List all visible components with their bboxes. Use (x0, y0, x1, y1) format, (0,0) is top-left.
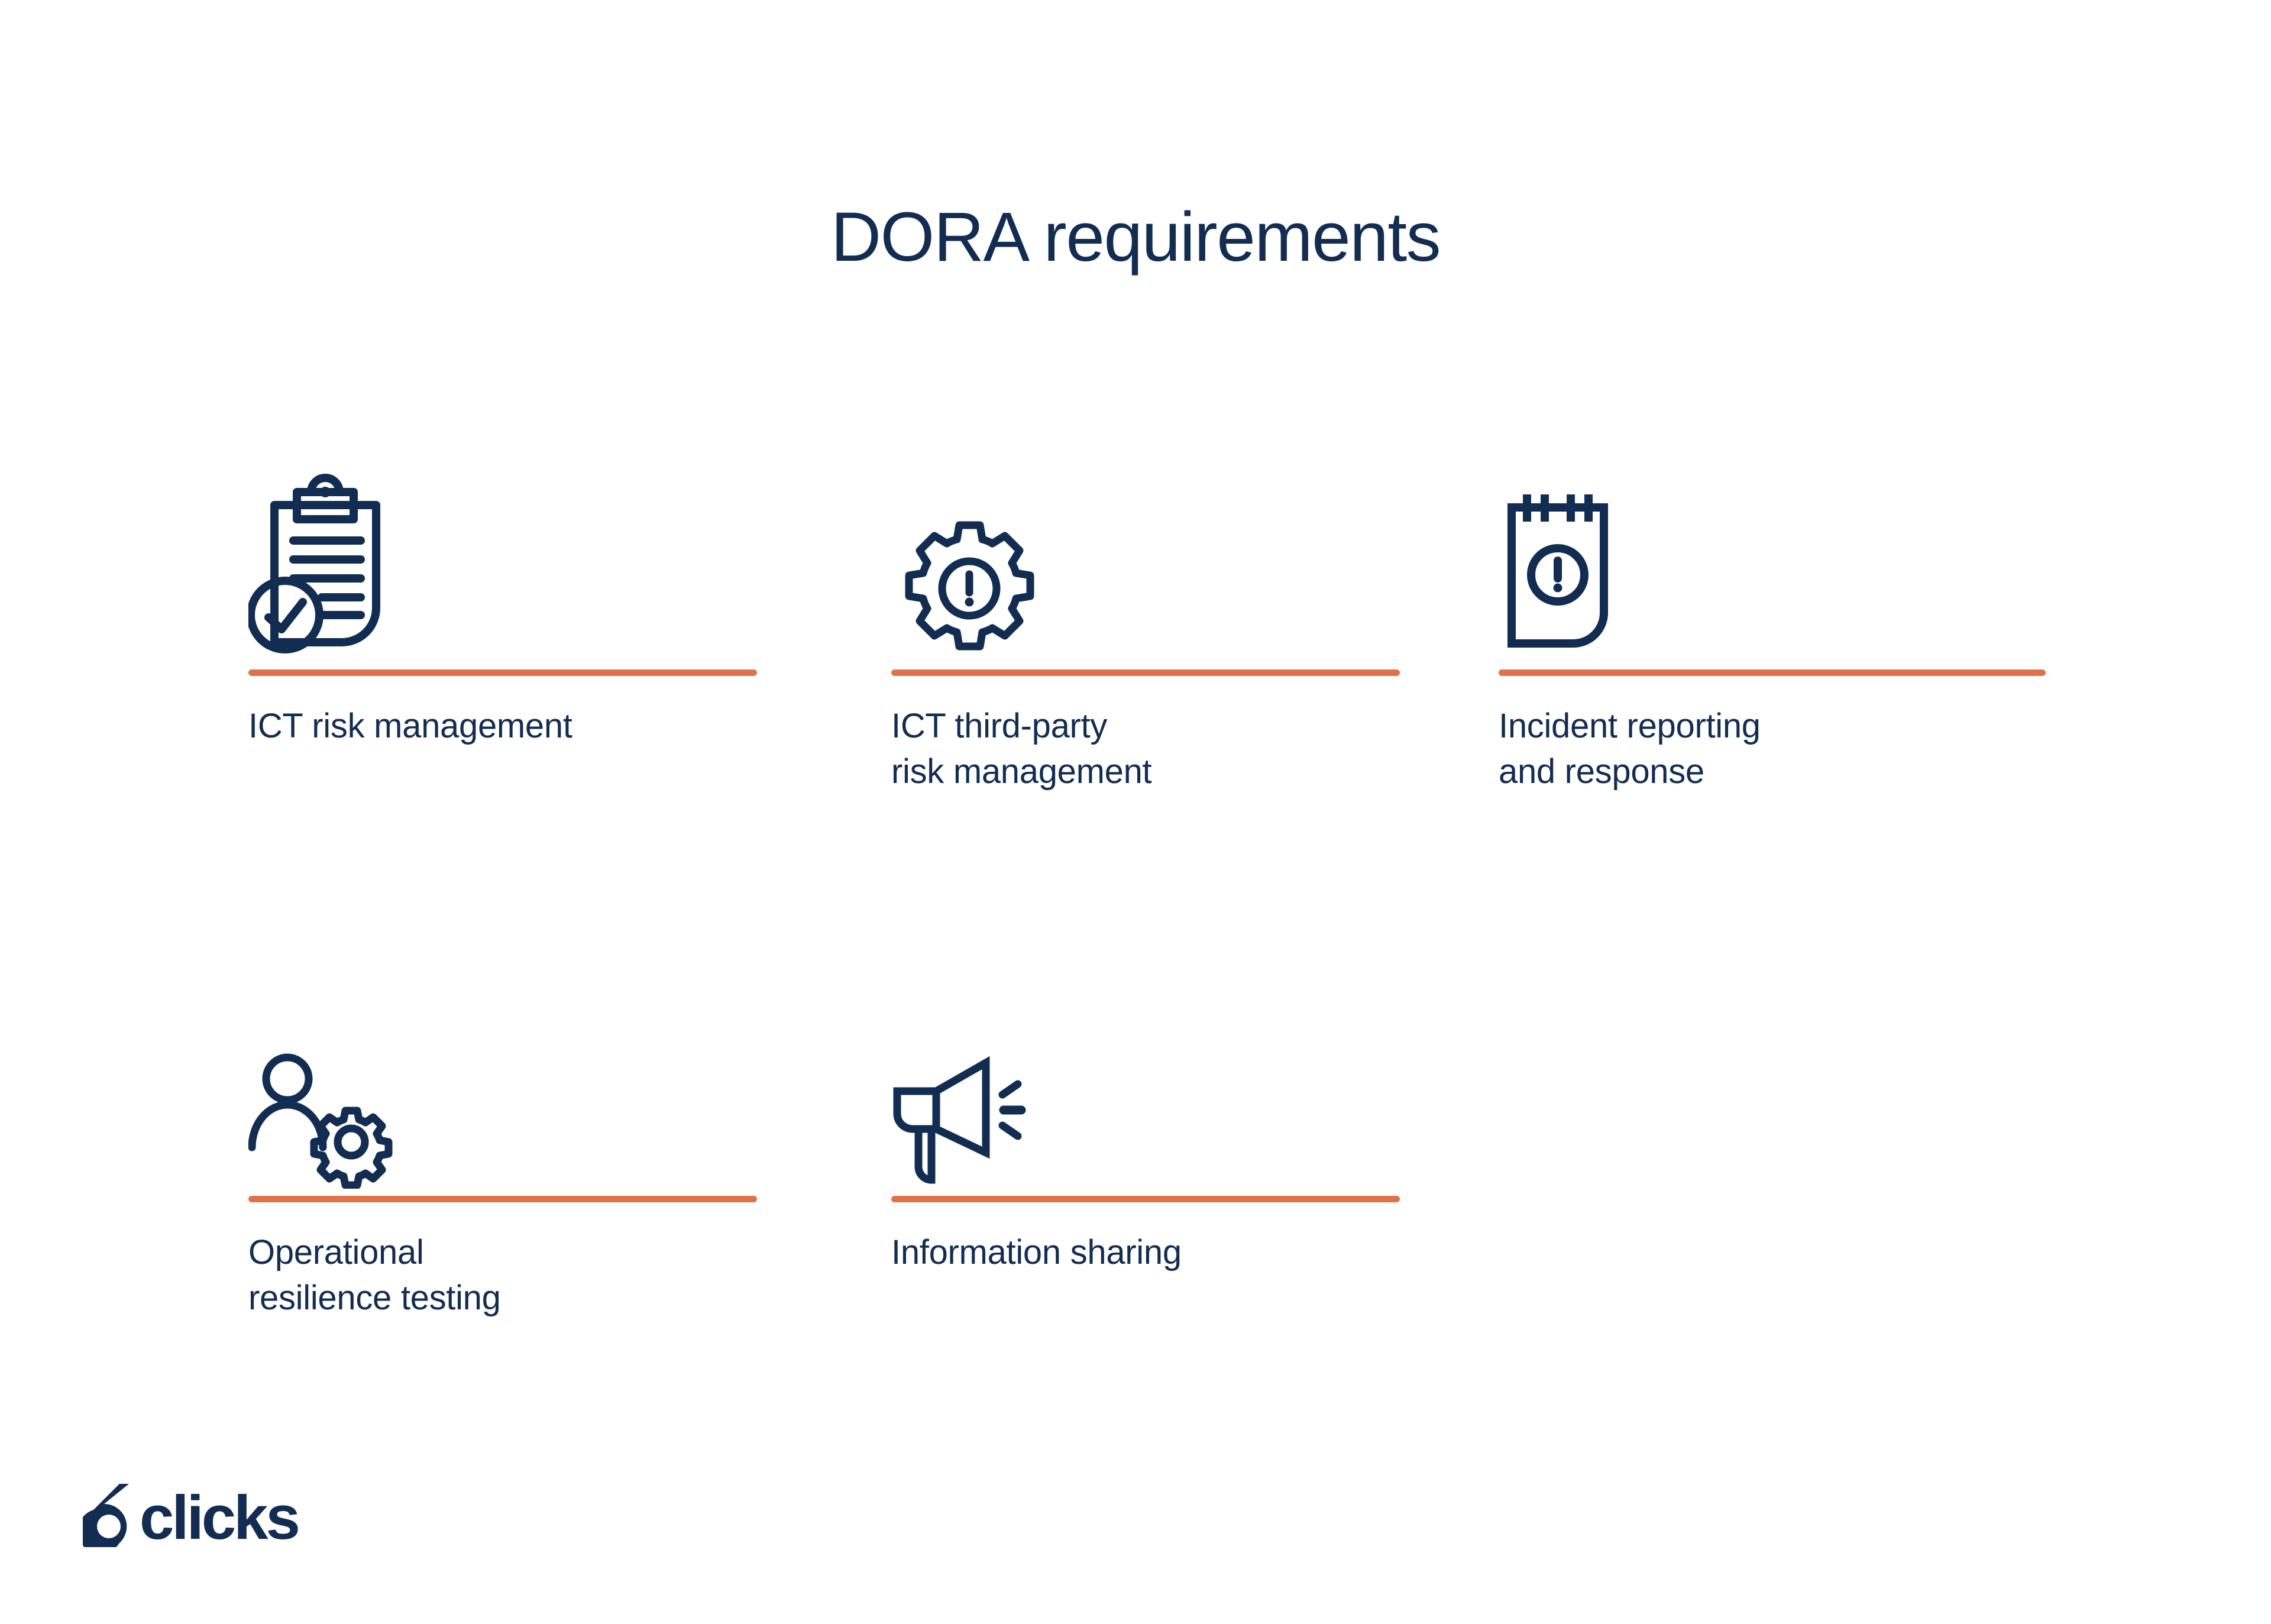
icon-container (891, 1011, 1400, 1189)
user-gear-icon (248, 1053, 402, 1189)
icon-container (1499, 449, 2046, 662)
6clicks-logo[interactable]: clicks (83, 1482, 319, 1547)
accent-divider (891, 669, 1400, 676)
accent-divider (891, 1196, 1400, 1202)
requirement-card-operational-resilience-testing[interactable]: Operational resilience testing (248, 1011, 757, 1321)
requirement-label: Incident reporting and response (1499, 707, 1761, 791)
requirement-label: Operational resilience testing (248, 1233, 501, 1318)
requirement-label: ICT risk management (248, 707, 572, 745)
clipboard-check-icon (248, 467, 402, 662)
accent-divider (248, 669, 757, 676)
icon-container (248, 1011, 757, 1189)
requirement-card-ict-third-party-risk-management[interactable]: ICT third-party risk management (891, 449, 1400, 794)
requirements-row-1: ICT risk management (248, 449, 2058, 840)
accent-divider (1499, 669, 2046, 676)
requirement-card-incident-reporting-and-response[interactable]: Incident reporting and response (1499, 449, 2046, 794)
page-title: DORA requirements (830, 198, 1441, 276)
megaphone-icon (891, 1056, 1048, 1189)
requirement-card-ict-risk-management[interactable]: ICT risk management (248, 449, 757, 749)
requirement-card-information-sharing[interactable]: Information sharing (891, 1011, 1400, 1275)
requirements-row-2: Operational resilience testing (248, 1011, 2058, 1378)
notepad-alert-icon (1499, 485, 1635, 662)
icon-container (891, 449, 1400, 662)
requirement-label: Information sharing (891, 1233, 1182, 1272)
requirement-label: ICT third-party risk management (891, 707, 1152, 791)
accent-divider (248, 1196, 757, 1202)
logo-wordmark: clicks (140, 1483, 299, 1547)
icon-container (248, 449, 757, 662)
requirements-grid: ICT risk management (248, 449, 2058, 1317)
gear-alert-icon (891, 515, 1048, 662)
